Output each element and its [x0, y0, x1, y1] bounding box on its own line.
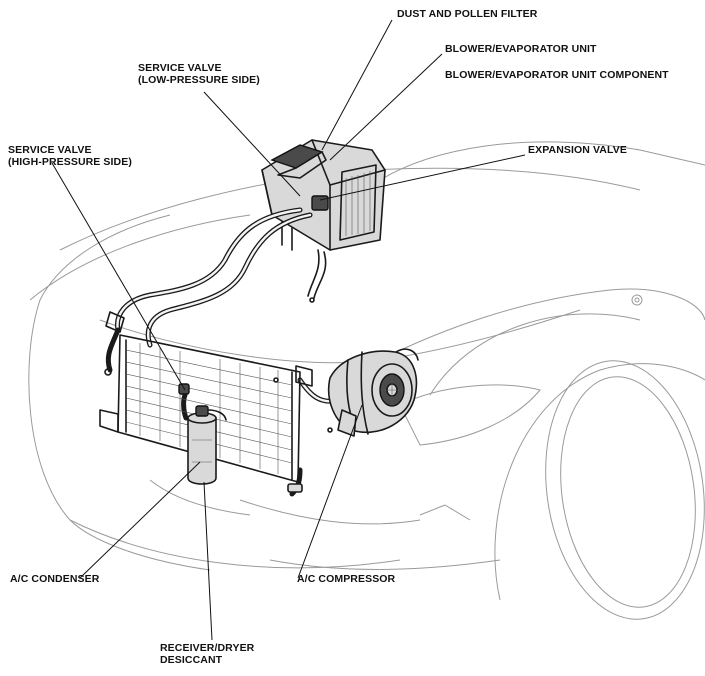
fittings	[104, 297, 333, 433]
refrigerant-lines	[105, 207, 343, 497]
evaporator-core	[339, 164, 377, 241]
label-blower-evaporator-component: BLOWER/EVAPORATOR UNIT COMPONENT	[445, 69, 669, 81]
label-blower-evaporator-unit: BLOWER/EVAPORATOR UNIT	[445, 43, 597, 55]
leader-lines	[51, 19, 526, 641]
ac-compressor	[328, 348, 419, 437]
label-ac-condenser: A/C CONDENSER	[10, 573, 100, 585]
label-receiver-dryer: RECEIVER/DRYER DESICCANT	[160, 642, 255, 666]
label-dust-pollen-filter: DUST AND POLLEN FILTER	[397, 8, 538, 20]
ac-condenser	[99, 311, 313, 493]
blower-evaporator-unit	[261, 139, 386, 299]
label-expansion-valve: EXPANSION VALVE	[528, 144, 627, 156]
label-ac-compressor: A/C COMPRESSOR	[297, 573, 396, 585]
label-service-valve-high: SERVICE VALVE (HIGH-PRESSURE SIDE)	[8, 144, 132, 168]
label-service-valve-low: SERVICE VALVE (LOW-PRESSURE SIDE)	[138, 62, 260, 86]
